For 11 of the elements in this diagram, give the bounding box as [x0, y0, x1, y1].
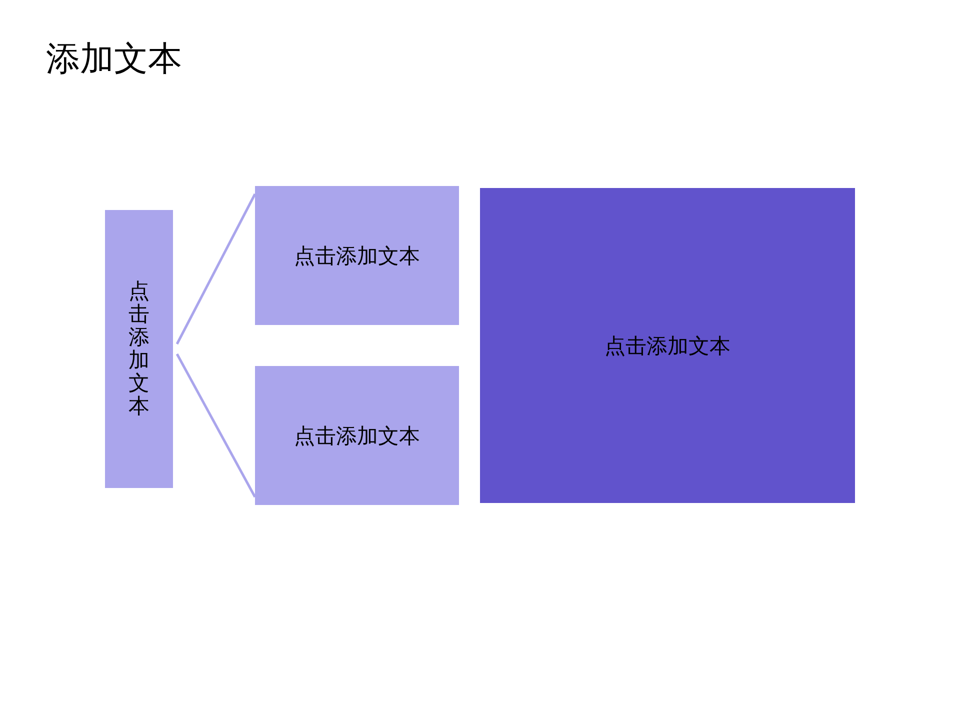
text-box — [255, 366, 459, 505]
text-box — [480, 188, 855, 503]
connector-line — [176, 353, 256, 498]
box-label: 点击添加文本 — [294, 242, 420, 270]
box-label: 点击添加文本 — [128, 280, 150, 418]
text-box — [255, 186, 459, 325]
vertical-bar — [105, 210, 173, 488]
box-label: 点击添加文本 — [604, 332, 730, 360]
box-label: 点击添加文本 — [294, 422, 420, 450]
slide-title: 添加文本 — [46, 38, 182, 81]
connector-line — [176, 193, 256, 345]
